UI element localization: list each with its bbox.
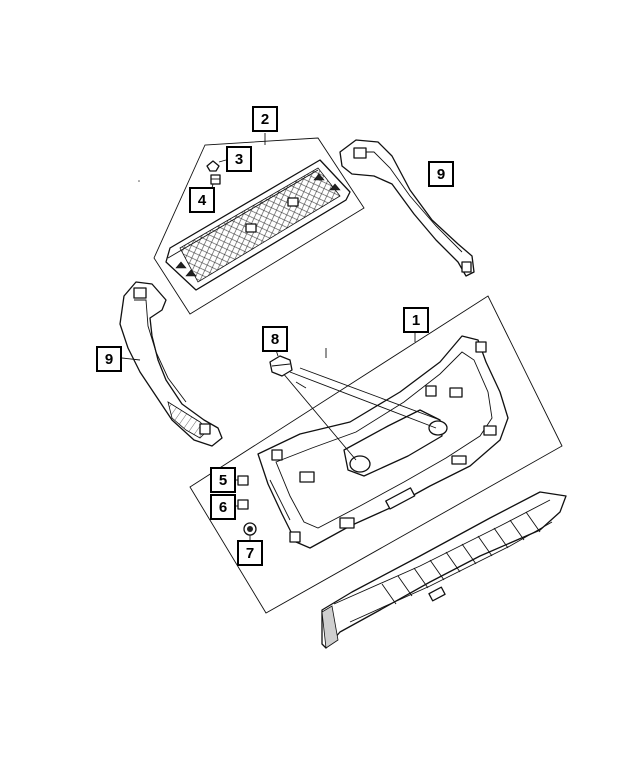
fastener-6 [236,499,249,510]
callout-6: 6 [210,494,236,520]
clip-8 [269,349,293,377]
callout-1: 1 [403,307,429,333]
fastener-5 [236,475,249,486]
callout-9-left: 9 [96,346,122,372]
callout-5: 5 [210,467,236,493]
callout-4: 4 [189,187,215,213]
callout-7: 7 [237,540,263,566]
left-pillar-trim [119,281,223,447]
scuff-plate-ribs [381,511,541,605]
callout-8: 8 [262,326,288,352]
frame-lower-trim [189,295,563,614]
scuff-plate [321,491,567,649]
callout-9-right: 9 [428,161,454,187]
stray-dot [138,180,140,182]
frame-upper-trim [153,133,365,315]
lower-trim-panel [257,335,509,549]
fastener-7 [243,522,257,540]
leader-lines-8 [281,348,441,461]
callout-2: 2 [252,106,278,132]
clip-3 [206,159,227,172]
callout-3: 3 [226,146,252,172]
upper-trim-panel [165,159,351,291]
